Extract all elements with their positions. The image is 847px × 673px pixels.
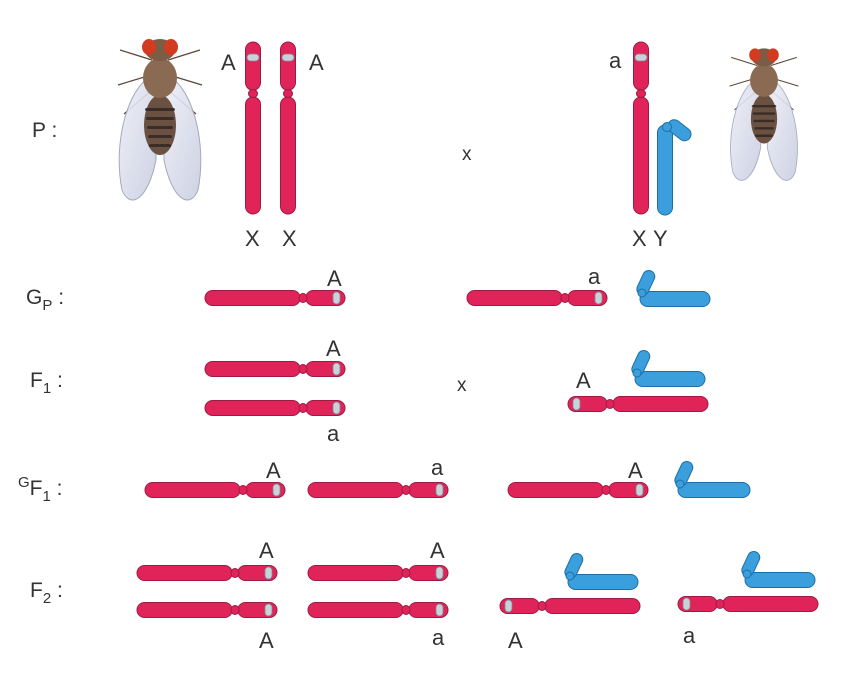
allele-label: A: [576, 368, 591, 393]
allele-label: a: [432, 625, 445, 650]
row-label-f1: F1 :: [30, 369, 63, 397]
x-chromosome: [204, 361, 346, 377]
x-chromosome: [307, 602, 449, 618]
chromosome-label: X: [245, 226, 260, 251]
cross-symbol: x: [462, 144, 472, 165]
fruit-fly-male-icon: [729, 48, 799, 181]
x-chromosome: [633, 41, 649, 215]
allele-label: a: [588, 264, 601, 289]
allele-label: A: [430, 538, 445, 563]
allele-label: A: [259, 538, 274, 563]
allele-label: A: [259, 628, 274, 653]
allele-label: A: [628, 458, 643, 483]
allele-label: A: [327, 266, 342, 291]
x-chromosome: [466, 290, 608, 306]
y-chromosome: [741, 550, 816, 588]
x-chromosome: [144, 482, 286, 498]
x-chromosome: [245, 41, 261, 215]
allele-label: a: [327, 421, 340, 446]
allele-label: A: [508, 628, 523, 653]
allele-label: a: [431, 455, 444, 480]
allele-label: A: [266, 458, 281, 483]
x-chromosome: [204, 400, 346, 416]
allele-label: a: [683, 623, 696, 648]
x-chromosome: [507, 482, 649, 498]
row-label-p: P :: [32, 119, 58, 142]
y-chromosome: [631, 349, 706, 387]
x-chromosome: [499, 598, 641, 614]
allele-label: a: [609, 48, 622, 73]
allele-label: A: [326, 336, 341, 361]
x-chromosome: [677, 596, 819, 612]
cross-symbol: x: [457, 375, 467, 396]
x-chromosome: [204, 290, 346, 306]
x-chromosome: [136, 602, 278, 618]
y-chromosome: [657, 119, 692, 216]
allele-label: A: [221, 50, 236, 75]
x-chromosome: [307, 565, 449, 581]
allele-label: A: [309, 50, 324, 75]
y-chromosome: [636, 269, 711, 307]
row-label-gp: GP :: [26, 286, 65, 314]
x-chromosome: [567, 396, 709, 412]
fruit-fly-female-icon: [117, 39, 203, 201]
chromosome-label: X: [282, 226, 297, 251]
row-label-gf1: GF1 :: [18, 474, 63, 505]
y-chromosome: [674, 460, 751, 498]
chromosome-label: X: [632, 226, 647, 251]
x-chromosome: [136, 565, 278, 581]
x-chromosome: [280, 41, 296, 215]
row-label-f2: F2 :: [30, 579, 63, 607]
chromosome-label: Y: [653, 226, 668, 251]
x-chromosome: [307, 482, 449, 498]
y-chromosome: [564, 552, 639, 590]
